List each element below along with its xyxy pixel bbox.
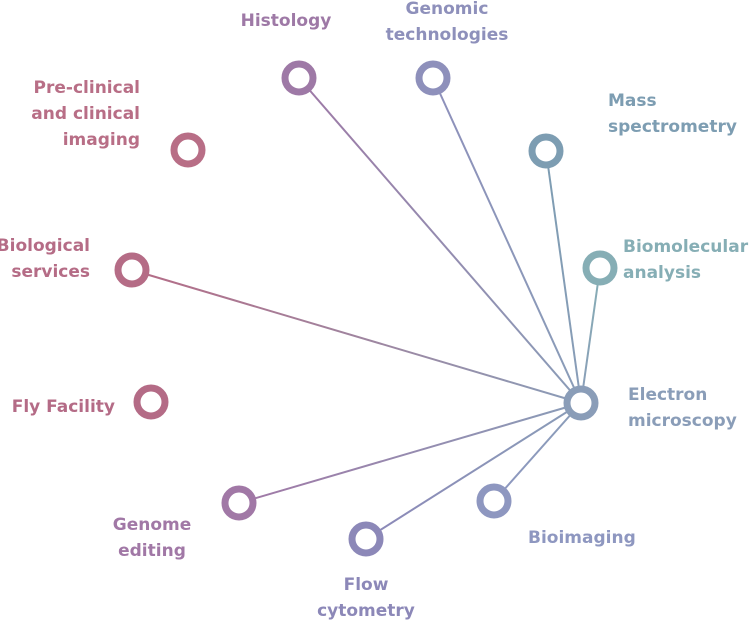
biological-services-label-line: Biological [0,236,90,256]
histology-node[interactable] [281,60,317,96]
histology-label: Histology [241,11,332,31]
pre-clinical-and-clinical-imaging-label-line: and clinical [31,104,140,124]
histology-label-line: Histology [241,11,332,31]
genome-editing-node[interactable] [221,485,257,521]
biomolecular-analysis-node[interactable] [582,250,618,286]
biomolecular-analysis-label-line: Biomolecular [623,237,749,257]
genome-editing-label-line: Genome [113,515,192,535]
electron-microscopy-label-line: Electron [628,385,707,405]
electron-microscopy-label-line: microscopy [628,411,737,431]
pre-clinical-and-clinical-imaging-label-line: imaging [63,130,140,150]
genomic-technologies-label-line: technologies [386,25,509,45]
electron-microscopy-label: Electron microscopy [628,385,737,431]
mass-spectrometry-label-line: spectrometry [608,117,737,137]
biomolecular-analysis-connection [580,267,601,404]
pre-clinical-and-clinical-imaging-label-line: Pre-clinical [34,78,140,98]
mass-spectrometry-label: Mass spectrometry [608,91,737,137]
mass-spectrometry-connection [545,150,582,404]
biomolecular-analysis-label-line: analysis [623,263,701,283]
fly-facility-node[interactable] [133,384,169,420]
mass-spectrometry-node[interactable] [528,133,564,169]
genomic-technologies-node[interactable] [415,60,451,96]
flow-cytometry-node[interactable] [348,521,384,557]
biological-services-label-line: services [11,262,90,282]
mass-spectrometry-label-line: Mass [608,91,657,111]
bioimaging-label: Bioimaging [528,528,636,548]
biological-services-node[interactable] [114,252,150,288]
genomic-technologies-label-line: Genomic [406,0,489,19]
flow-cytometry-label-line: cytometry [317,601,415,621]
fly-facility-label-line: Fly Facility [12,397,115,417]
biomolecular-analysis-label: Biomolecular analysis [623,237,749,283]
biological-services-label: Biological services [0,236,90,282]
genomic-technologies-connection [432,77,582,404]
service-nodes [114,60,618,557]
electron-microscopy-node[interactable] [563,385,599,421]
genome-editing-connection [238,402,582,504]
histology-connection [298,77,582,404]
pre-clinical-and-clinical-imaging-label: Pre-clinical and clinical imaging [31,78,140,150]
connection-lines [131,77,601,540]
bioimaging-connection [493,402,582,502]
bioimaging-label-line: Bioimaging [528,528,636,548]
flow-cytometry-label: Flow cytometry [317,575,415,621]
flow-cytometry-label-line: Flow [344,575,389,595]
pre-clinical-and-clinical-imaging-node[interactable] [170,132,206,168]
genome-editing-label-line: editing [118,541,186,561]
fly-facility-label: Fly Facility [12,397,115,417]
bioimaging-node[interactable] [476,483,512,519]
biological-services-connection [131,269,582,404]
genome-editing-label: Genome editing [113,515,192,561]
genomic-technologies-label: Genomic technologies [386,0,509,45]
flow-cytometry-connection [365,402,582,540]
